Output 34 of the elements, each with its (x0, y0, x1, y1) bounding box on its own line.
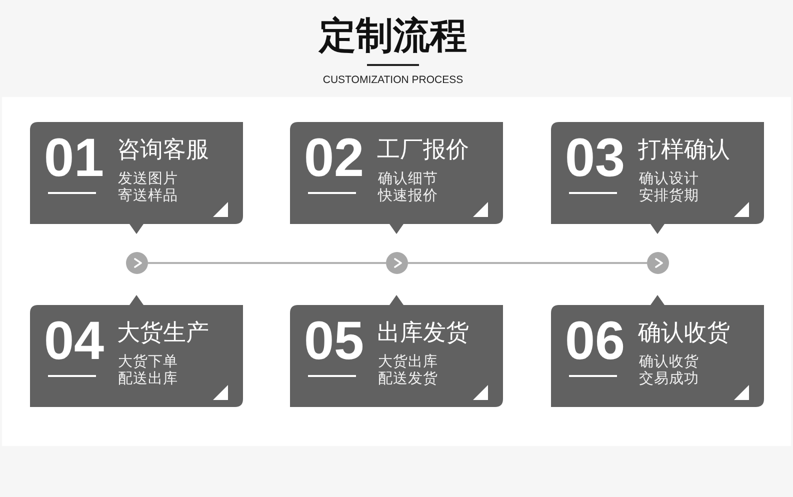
step-detail: 安排货期 (639, 188, 699, 204)
step-title: 大货生产 (117, 322, 209, 345)
speech-bubble (551, 122, 764, 235)
step-detail: 交易成功 (639, 371, 699, 387)
step-number: 01 (44, 131, 104, 185)
step-detail: 配送出库 (118, 371, 178, 387)
speech-bubble (30, 122, 243, 235)
step-number: 02 (304, 131, 364, 185)
step-number: 03 (565, 131, 626, 185)
step-number: 05 (304, 314, 364, 368)
step-detail: 确认细节 (378, 171, 438, 187)
step-title: 工厂报价 (377, 139, 469, 162)
speech-bubble (290, 122, 503, 235)
step-detail: 确认设计 (639, 171, 699, 187)
step-number: 04 (44, 314, 104, 368)
speech-bubble (551, 294, 764, 407)
step-detail: 确认收货 (639, 354, 699, 370)
step-title: 打样确认 (638, 139, 730, 162)
subtitle: CUSTOMIZATION PROCESS (322, 75, 464, 87)
step-detail: 快速报价 (378, 188, 438, 204)
step-detail: 大货出库 (378, 354, 438, 370)
step-detail: 寄送样品 (118, 188, 178, 204)
step-detail: 配送发货 (378, 371, 438, 387)
step-detail: 发送图片 (118, 171, 178, 187)
speech-bubble (30, 294, 243, 407)
step-title: 咨询客服 (117, 139, 209, 162)
speech-bubble (290, 294, 503, 407)
step-number: 06 (565, 314, 626, 368)
connector-line (408, 262, 647, 264)
title: 定制流程 (319, 17, 467, 54)
step-detail: 大货下单 (118, 354, 178, 370)
step-title: 确认收货 (638, 322, 730, 345)
step-title: 出库发货 (377, 322, 469, 345)
connector-line (148, 262, 386, 264)
